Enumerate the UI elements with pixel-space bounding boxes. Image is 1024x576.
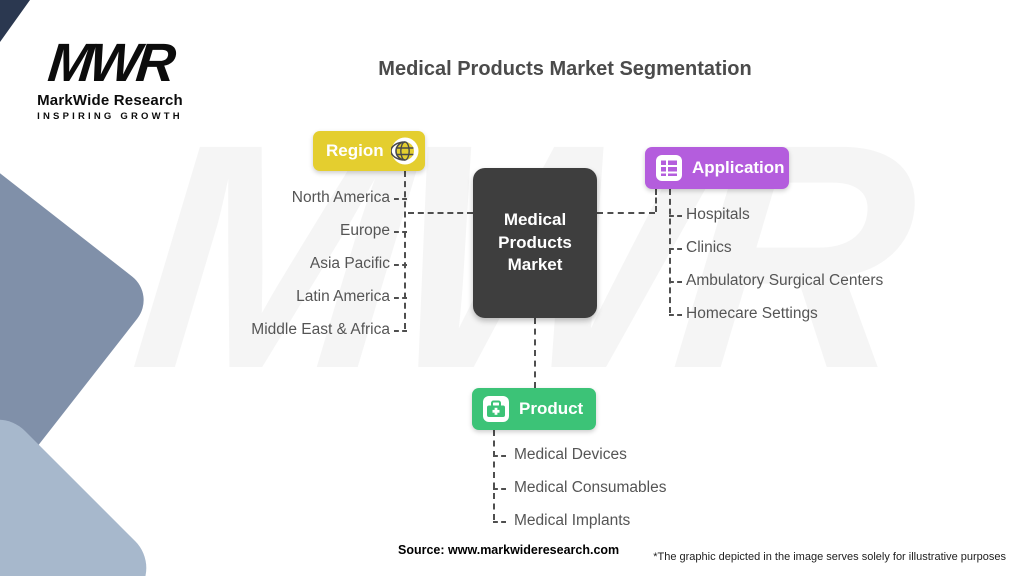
connector-tick bbox=[493, 454, 506, 457]
region-items-connector bbox=[404, 171, 406, 329]
center-application-connector-h bbox=[597, 212, 655, 214]
connector-tick bbox=[394, 263, 407, 266]
page-title: Medical Products Market Segmentation bbox=[378, 58, 752, 80]
application-item: Clinics bbox=[669, 231, 883, 264]
region-item: Europe bbox=[160, 214, 407, 247]
product-item-label: Medical Implants bbox=[514, 512, 631, 529]
connector-tick bbox=[669, 214, 682, 217]
region-item-label: North America bbox=[291, 189, 390, 206]
product-item: Medical Implants bbox=[493, 504, 667, 537]
logo-name: MarkWide Research bbox=[37, 92, 183, 109]
application-item-label: Hospitals bbox=[686, 206, 750, 223]
product-item: Medical Devices bbox=[493, 438, 667, 471]
product-items-list: Medical Devices Medical Consumables Medi… bbox=[493, 438, 667, 537]
logo-monogram: MWR bbox=[45, 33, 175, 93]
application-item: Hospitals bbox=[669, 198, 883, 231]
region-item-label: Latin America bbox=[296, 288, 390, 305]
disclaimer-text: *The graphic depicted in the image serve… bbox=[653, 551, 1006, 563]
center-application-connector-v bbox=[655, 189, 657, 212]
region-item: Asia Pacific bbox=[160, 247, 407, 280]
region-item: Latin America bbox=[160, 280, 407, 313]
region-item: Middle East & Africa bbox=[160, 313, 407, 346]
product-items-connector bbox=[493, 430, 495, 520]
application-items-list: Hospitals Clinics Ambulatory Surgical Ce… bbox=[669, 198, 884, 330]
connector-tick bbox=[493, 487, 506, 490]
application-item: Homecare Settings bbox=[669, 297, 883, 330]
region-item: North America bbox=[160, 181, 407, 214]
connector-tick bbox=[493, 520, 506, 523]
central-node: Medical Products Market bbox=[473, 168, 597, 318]
source-text: Source: www.markwideresearch.com bbox=[398, 543, 620, 557]
connector-tick bbox=[394, 296, 407, 299]
product-badge: Product bbox=[472, 388, 596, 430]
product-badge-label: Product bbox=[519, 399, 584, 418]
region-items-list: North America Europe Asia Pacific Latin … bbox=[160, 181, 407, 346]
application-item-label: Ambulatory Surgical Centers bbox=[686, 272, 884, 289]
connector-tick bbox=[394, 329, 407, 332]
connector-tick bbox=[669, 280, 682, 283]
medical-bag-icon bbox=[482, 395, 510, 423]
connector-tick bbox=[669, 313, 682, 316]
table-grid-icon bbox=[655, 154, 683, 182]
region-item-label: Asia Pacific bbox=[309, 255, 390, 272]
application-badge: Application bbox=[645, 147, 789, 189]
globe-icon bbox=[391, 137, 419, 165]
application-items-connector bbox=[669, 189, 671, 313]
connector-tick bbox=[394, 230, 407, 233]
application-badge-label: Application bbox=[692, 158, 785, 177]
connector-tick bbox=[669, 247, 682, 250]
center-product-connector bbox=[534, 318, 536, 388]
region-badge: Region bbox=[313, 131, 425, 171]
logo-tagline: INSPIRING GROWTH bbox=[37, 111, 183, 122]
markwide-logo: MWR MarkWide Research INSPIRING GROWTH bbox=[30, 33, 190, 122]
application-item-label: Homecare Settings bbox=[686, 305, 818, 322]
connector-tick bbox=[394, 197, 407, 200]
product-item-label: Medical Consumables bbox=[514, 479, 667, 496]
product-item-label: Medical Devices bbox=[514, 446, 627, 463]
region-center-connector bbox=[408, 212, 473, 214]
region-item-label: Europe bbox=[340, 222, 390, 239]
region-badge-label: Region bbox=[326, 141, 384, 160]
region-item-label: Middle East & Africa bbox=[251, 321, 390, 338]
application-item-label: Clinics bbox=[686, 239, 732, 256]
application-item: Ambulatory Surgical Centers bbox=[669, 264, 884, 297]
product-item: Medical Consumables bbox=[493, 471, 667, 504]
